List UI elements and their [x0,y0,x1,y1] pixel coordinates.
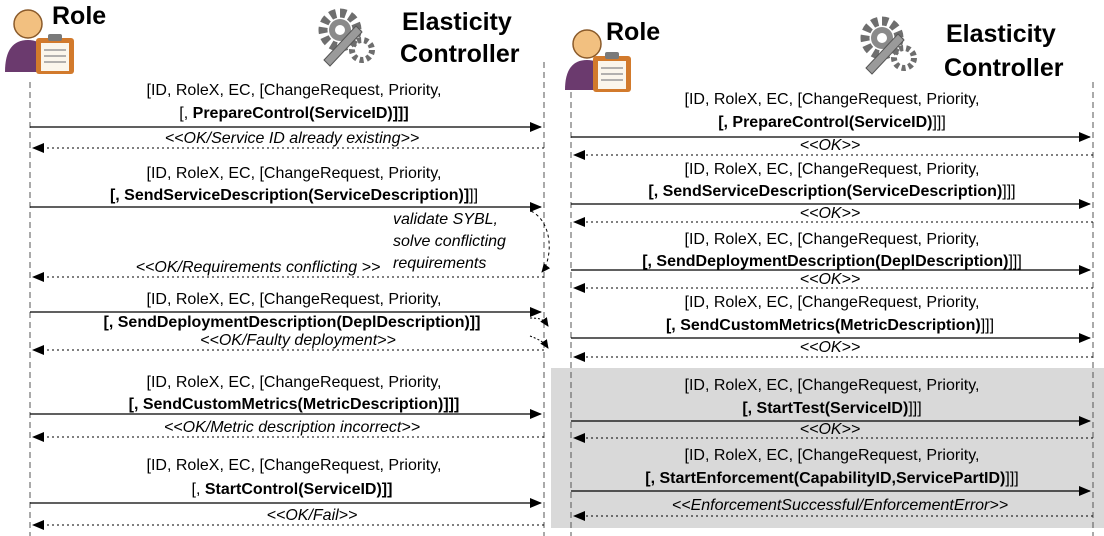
right-m6-request-line2: [, StartEnforcement(CapabilityID,Service… [645,470,1018,487]
right-m1-response: <<OK>> [800,137,861,154]
right-m2-request-line1: [ID, RoleX, EC, [ChangeRequest, Priority… [685,161,980,178]
left-m2-request-line2: [, SendServiceDescription(ServiceDescrip… [110,187,478,204]
left-m1-request-line2: [, PrepareControl(ServiceID)]]] [179,105,408,122]
gears-wrench-icon [318,8,375,67]
left-m1-request-line1: [ID, RoleX, EC, [ChangeRequest, Priority… [147,82,442,99]
user-clipboard-icon [565,29,631,92]
right-m3-request-line2: [, SendDeploymentDescription(DeplDescrip… [642,253,1022,270]
left-diagram: Role Elasticity Controller [ID, RoleX, E… [5,2,551,536]
right-m6-response: <<EnforcementSuccessful/EnforcementError… [672,497,1008,514]
left-controller-title-line2: Controller [400,40,520,68]
left-m5-response: <<OK/Fail>> [267,507,358,524]
right-m5-request-line1: [ID, RoleX, EC, [ChangeRequest, Priority… [685,377,980,394]
left-note-line2: solve conflicting [393,233,506,250]
left-m5-request-line2: [, StartControl(ServiceID)]] [192,481,393,498]
right-m3-request-line1: [ID, RoleX, EC, [ChangeRequest, Priority… [685,231,980,248]
right-role-title: Role [606,18,660,46]
left-m3-response: <<OK/Faulty deployment>> [200,332,396,349]
right-m1-request-line1: [ID, RoleX, EC, [ChangeRequest, Priority… [685,91,980,108]
left-m1-response: <<OK/Service ID already existing>> [165,130,419,147]
right-controller-title-line2: Controller [944,54,1064,82]
right-m4-request-line2: [, SendCustomMetrics(MetricDescription)]… [666,317,994,334]
right-m2-request-line2: [, SendServiceDescription(ServiceDescrip… [648,183,1015,200]
highlight-region [551,368,1104,528]
left-m4-request-line1: [ID, RoleX, EC, [ChangeRequest, Priority… [147,374,442,391]
left-m3-request-line1: [ID, RoleX, EC, [ChangeRequest, Priority… [147,291,442,308]
right-m4-request-line1: [ID, RoleX, EC, [ChangeRequest, Priority… [685,294,980,311]
left-m4-request-line2: [, SendCustomMetrics(MetricDescription)]… [129,396,460,413]
right-m6-request-line1: [ID, RoleX, EC, [ChangeRequest, Priority… [685,447,980,464]
right-m2-response: <<OK>> [800,205,861,222]
left-self-loop-validate [530,210,551,273]
left-controller-title-line1: Elasticity [402,8,512,36]
left-note-line1: validate SYBL, [393,211,498,228]
left-m2-request-line1: [ID, RoleX, EC, [ChangeRequest, Priority… [147,165,442,182]
left-m2-response: <<OK/Requirements conflicting >> [136,259,381,276]
left-role-title: Role [52,2,106,30]
right-m4-response: <<OK>> [800,339,861,356]
gears-wrench-icon [860,16,917,75]
right-m1-request-line2: [, PrepareControl(ServiceID)]]] [718,114,946,131]
right-m5-response: <<OK>> [800,421,861,438]
right-controller-title-line1: Elasticity [946,20,1056,48]
left-m3-request-line2: [, SendDeploymentDescription(DeplDescrip… [104,314,481,331]
left-m5-request-line1: [ID, RoleX, EC, [ChangeRequest, Priority… [147,457,442,474]
right-diagram: Role Elasticity Controller [ID, RoleX, E… [565,16,1094,536]
right-m3-response: <<OK>> [800,271,861,288]
right-m5-request-line2: [, StartTest(ServiceID)]]] [742,400,921,417]
left-note-line3: requirements [393,255,486,272]
user-clipboard-icon [5,9,74,74]
left-self-loop-deployment-return [529,335,549,349]
left-self-loop-deployment [529,317,549,327]
left-m4-response: <<OK/Metric description incorrect>> [164,419,420,436]
